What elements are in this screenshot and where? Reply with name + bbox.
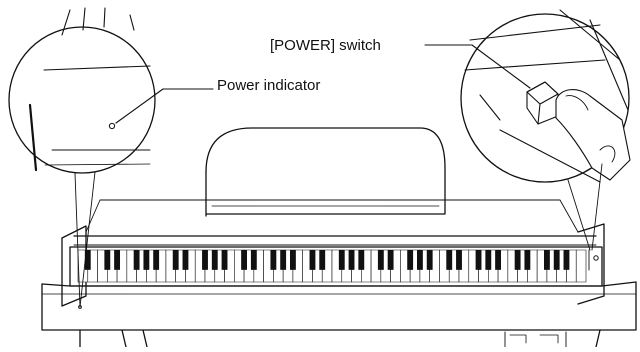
power-switch-label: [POWER] switch [270,37,381,54]
black-key [153,250,160,270]
black-key [241,250,248,270]
black-key [309,250,316,270]
black-key [407,250,414,270]
power-indicator-leader [115,88,214,124]
black-key [426,250,433,270]
black-key [182,250,189,270]
black-key [104,250,111,270]
black-key [553,250,560,270]
power-switch-leader [424,44,531,89]
piano-cabinet [41,199,637,348]
black-key [416,250,423,270]
music-rest [205,127,446,217]
black-key [456,250,462,270]
black-key [319,250,326,270]
black-key [563,250,570,270]
black-key [387,250,394,270]
white-key [575,249,587,283]
black-key [543,250,550,270]
black-key [514,250,521,270]
black-key [114,250,121,270]
black-key [348,250,355,270]
keyboard [77,249,587,283]
black-key [377,250,384,270]
black-key [524,250,531,270]
black-key [485,250,492,270]
indicator-zoom-circle [8,7,156,308]
black-key [475,250,482,270]
power-switch-zoom-circle [460,9,631,251]
black-key [221,250,228,270]
black-key [495,250,502,270]
callout-lines [115,44,531,124]
black-key [143,250,150,270]
black-key [446,250,453,270]
black-key [202,250,208,270]
black-key [289,250,296,270]
black-key [133,250,140,270]
black-key [211,250,218,270]
black-key [358,250,365,270]
black-key [338,250,345,270]
black-key [280,250,287,270]
black-key [270,250,277,270]
black-key [250,250,257,270]
black-key [172,250,179,270]
power-indicator-label: Power indicator [217,77,321,94]
black-key [84,250,91,270]
